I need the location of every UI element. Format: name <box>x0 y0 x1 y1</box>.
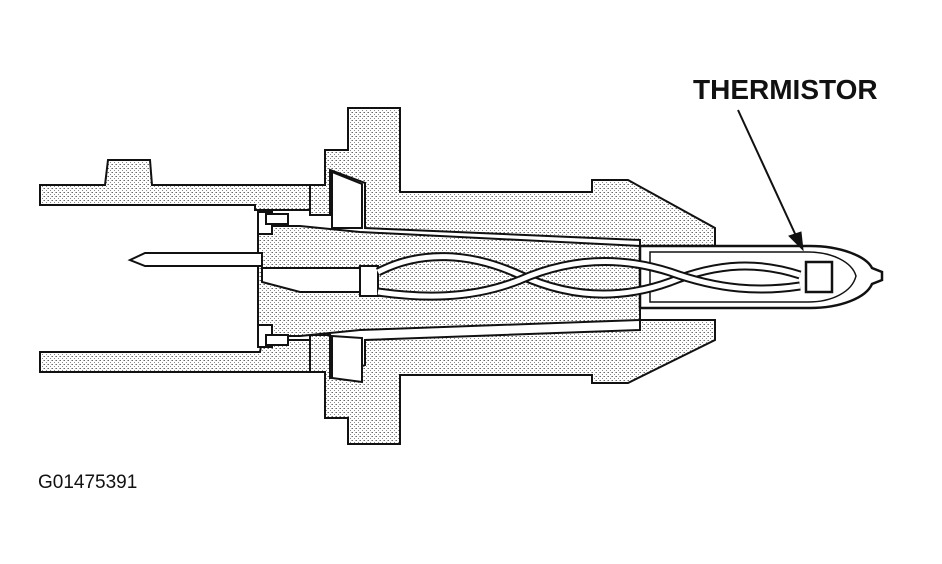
flange-cavity <box>331 170 363 384</box>
sensor-body-upper <box>309 107 716 247</box>
terminal-pin-lower <box>261 267 361 293</box>
crimp-sleeve <box>359 265 379 297</box>
seal-ring-lower-b <box>265 334 289 346</box>
thermistor-label: THERMISTOR <box>693 74 878 105</box>
lead-wire-upper-core <box>376 254 801 297</box>
thermistor-leader-line <box>737 109 798 239</box>
terminal-pin-upper <box>127 252 263 267</box>
lead-wire-lower-core <box>377 259 801 299</box>
seal-ring-upper-b <box>265 213 289 225</box>
thermistor-element <box>804 260 834 294</box>
probe-sheath-inner <box>649 251 857 303</box>
sensor-body-lower <box>309 319 716 445</box>
thermistor-leader-arrowhead <box>788 231 804 252</box>
connector-shell-upper <box>39 159 311 211</box>
figure-id: G01475391 <box>38 472 137 493</box>
